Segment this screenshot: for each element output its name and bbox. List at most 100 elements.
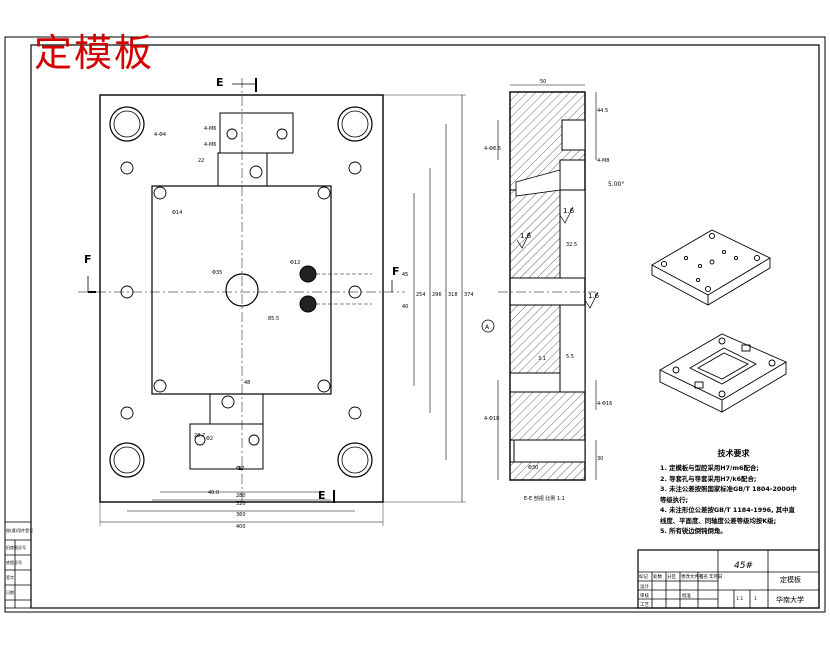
outer-border	[4, 36, 826, 613]
front-view-labels: 4-Φ4 4-M6 4-M6 Φ14 Φ35 Φ12 Φ2 Φ6 400 360…	[154, 126, 474, 530]
hole-label: Φ6	[236, 466, 243, 472]
cavity-recess	[559, 189, 586, 279]
title-row: 批准	[682, 592, 691, 599]
left-strip-text: 借(通)用件登记 旧底图总号 底图总号 签字 日期	[6, 527, 33, 595]
pocket-screw	[317, 379, 331, 393]
screw-hole	[120, 161, 134, 175]
scale-cell: 1:1	[736, 596, 743, 602]
cooling-port	[299, 295, 317, 313]
hole-label: 4-M6	[204, 142, 216, 148]
left-strip	[4, 521, 32, 609]
section-dim: 32.5	[566, 242, 577, 248]
dim-inner: 48	[244, 380, 250, 386]
section-dim: 4-M8	[597, 158, 609, 164]
dim-height: 40	[402, 304, 408, 310]
bottom-slot-neck	[209, 393, 264, 425]
dim-height: 254	[416, 292, 426, 298]
dim-inner: 28.7	[194, 433, 205, 439]
screw-hole	[120, 406, 134, 420]
hole-label: Φ12	[290, 260, 300, 266]
strip-cell: 签字	[6, 574, 14, 580]
plate-outline	[99, 94, 384, 503]
title-row: 工艺	[640, 602, 649, 608]
pocket-screw	[153, 379, 167, 393]
top-slot	[219, 112, 294, 154]
hole-label: Φ14	[172, 210, 182, 216]
section-caption: E-E 剖视 比例 1:1	[524, 495, 565, 502]
screw-hole	[348, 406, 362, 420]
title-block	[637, 549, 820, 609]
dim-width: 360	[236, 512, 246, 518]
header-cell: 标记	[639, 573, 648, 580]
tech-item: 2. 导套孔与导套采用H7/k6配合;	[660, 474, 757, 483]
bottom-slot	[189, 423, 264, 470]
pocket-screw	[317, 186, 331, 200]
taper-angle: 5.00°	[608, 181, 624, 188]
section-dim: Φ30	[528, 465, 538, 471]
drawing-title: 定模板	[34, 31, 155, 75]
inner-border	[30, 44, 820, 609]
guide-hole-bl	[109, 442, 145, 478]
tech-heading: 技术要求	[717, 449, 750, 458]
hole-label: 4-Φ4	[154, 132, 166, 138]
material-cell: 45#	[734, 561, 753, 571]
hole-label: Φ2	[206, 436, 213, 442]
guide-hole-tr	[337, 106, 373, 142]
hole-label: Φ35	[212, 270, 222, 276]
tech-item: 1. 定模板与型腔采用H7/m6配合;	[660, 464, 759, 472]
section-dim: 4-Φ18	[484, 416, 499, 422]
header-cell: 更改文件号	[681, 573, 704, 580]
tech-item: 等级执行;	[660, 495, 689, 504]
tech-item: 4. 未注形位公差按GB/T 1184-1996, 其中直	[660, 506, 795, 514]
section-dim: 4-Φ16	[597, 401, 612, 407]
dim-inner: 85.5	[268, 316, 279, 322]
screw-hole	[348, 161, 362, 175]
tech-item: 线度、平面度、同轴度公差等级均按K级;	[660, 516, 777, 525]
part-name-cell: 定模板	[780, 575, 801, 584]
screw-hole	[120, 285, 134, 299]
strip-cell: 底图总号	[6, 559, 22, 565]
roughness: 1.6	[520, 232, 532, 240]
sprue-hole	[225, 273, 259, 307]
sheets-cell: 1	[754, 596, 757, 602]
cavity-pocket	[151, 185, 332, 395]
dim-width: 400	[236, 524, 246, 530]
cooling-port	[299, 265, 317, 283]
title-row: 审核	[640, 592, 649, 599]
screw-hole	[249, 165, 263, 179]
detail-mark-a: A	[485, 324, 490, 331]
dim-inner: 40.0	[208, 490, 219, 496]
section-dim: 3.1	[538, 356, 546, 362]
school-cell: 华南大学	[776, 595, 804, 604]
pocket-screw	[153, 186, 167, 200]
dim-height: 45	[402, 272, 408, 278]
header-cell: 年月日	[709, 573, 723, 580]
section-mark-f-left: F	[84, 253, 92, 266]
section-view-labels: 50 44.5 4-Φ8.5 4-M8 4-Φ18 4-Φ16 32.5 5.5…	[484, 79, 624, 502]
header-cell: 签名	[699, 573, 708, 580]
top-slot-neck	[217, 152, 268, 187]
dim-inner: 17	[238, 466, 244, 472]
title-block-text: 标记 处数 分区 更改文件号 签名 年月日 设计 审核 工艺 批准 1:1 1 …	[639, 561, 804, 608]
dim-width: 280	[236, 493, 246, 499]
roughness: 1.6	[563, 207, 575, 215]
section-dim: 4-Φ8.5	[484, 146, 501, 152]
section-dim: 50	[540, 79, 546, 85]
front-view	[78, 78, 466, 526]
isometric-view-top	[651, 229, 771, 306]
title-row: 设计	[640, 583, 649, 590]
header-cell: 分区	[667, 573, 676, 580]
dim-width: 320	[236, 501, 246, 507]
section-mark-e-top: E	[216, 76, 224, 89]
strip-cell: 日期	[6, 589, 14, 595]
screw-hole	[221, 395, 235, 409]
section-dim: 44.5	[597, 108, 608, 114]
dim-height: 374	[464, 292, 474, 298]
tech-item: 5. 所有锐边倒钝倒角。	[660, 527, 727, 535]
dim-height: 318	[448, 292, 458, 298]
screw-hole	[348, 285, 362, 299]
section-mark-f-right: F	[392, 265, 400, 278]
isometric-view-bottom	[659, 333, 787, 413]
strip-cell: 旧底图总号	[6, 544, 26, 550]
